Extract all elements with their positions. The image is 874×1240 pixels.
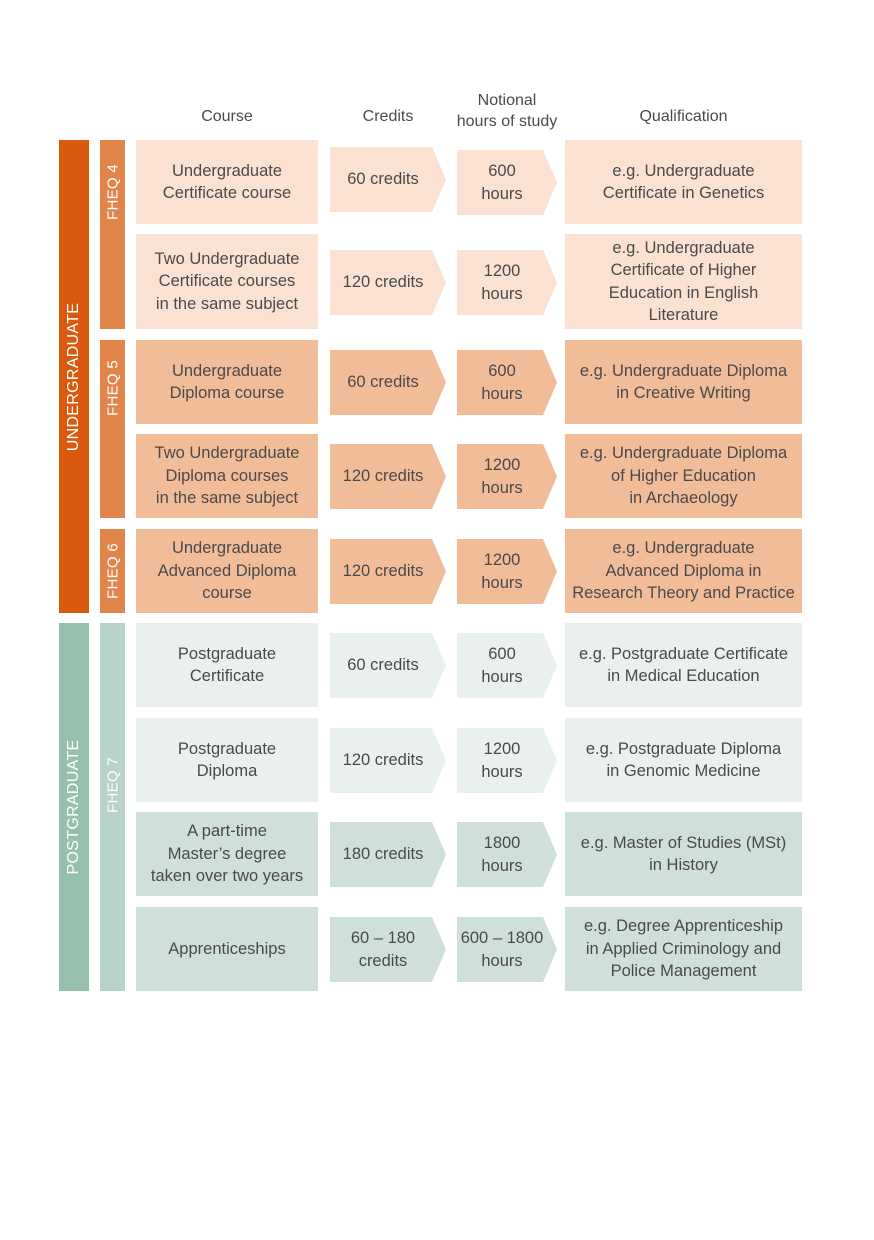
- hours-arrow: 1200 hours: [457, 539, 557, 604]
- course-cell: Postgraduate Diploma: [136, 718, 318, 802]
- hours-arrow: 1200 hours: [457, 728, 557, 793]
- credits-arrow: 120 credits: [330, 728, 446, 793]
- qualification-cell: e.g. Undergraduate Certificate of Higher…: [565, 234, 802, 329]
- course-cell: Undergraduate Advanced Diploma course: [136, 529, 318, 613]
- fheq5-band: FHEQ 5: [100, 340, 125, 518]
- qualification-cell: e.g. Master of Studies (MSt) in History: [565, 812, 802, 896]
- hours-arrow: 600 hours: [457, 633, 557, 698]
- credits-arrow: 120 credits: [330, 250, 446, 315]
- credits-arrow: 180 credits: [330, 822, 446, 887]
- course-cell: Postgraduate Certificate: [136, 623, 318, 707]
- credits-arrow: 120 credits: [330, 539, 446, 604]
- course-cell: Two Undergraduate Diploma courses in the…: [136, 434, 318, 518]
- course-cell: Two Undergraduate Certificate courses in…: [136, 234, 318, 329]
- qualification-cell: e.g. Degree Apprenticeship in Applied Cr…: [565, 907, 802, 991]
- hours-arrow: 1200 hours: [457, 444, 557, 509]
- hours-arrow: 600 – 1800 hours: [457, 917, 557, 982]
- course-cell: A part-time Master’s degree taken over t…: [136, 812, 318, 896]
- header-hours: Notional hours of study: [456, 92, 558, 130]
- postgraduate-band: POSTGRADUATE: [59, 623, 89, 991]
- course-cell: Undergraduate Diploma course: [136, 340, 318, 424]
- credits-arrow: 60 credits: [330, 633, 446, 698]
- qualification-cell: e.g. Postgraduate Diploma in Genomic Med…: [565, 718, 802, 802]
- header-course: Course: [201, 108, 253, 125]
- credits-arrow: 60 – 180 credits: [330, 917, 446, 982]
- hours-arrow: 600 hours: [457, 150, 557, 215]
- fheq6-band: FHEQ 6: [100, 529, 125, 613]
- credits-arrow: 60 credits: [330, 350, 446, 415]
- fheq4-band: FHEQ 4: [100, 140, 125, 329]
- hours-arrow: 600 hours: [457, 350, 557, 415]
- hours-arrow: 1200 hours: [457, 250, 557, 315]
- qualification-cell: e.g. Undergraduate Certificate in Geneti…: [565, 140, 802, 224]
- course-cell: Apprenticeships: [136, 907, 318, 991]
- fheq7-label: FHEQ 7: [104, 757, 121, 813]
- qualification-cell: e.g. Undergraduate Advanced Diploma in R…: [565, 529, 802, 613]
- fheq5-label: FHEQ 5: [104, 360, 121, 416]
- qualification-cell: e.g. Postgraduate Certificate in Medical…: [565, 623, 802, 707]
- fheq7-band: FHEQ 7: [100, 623, 125, 991]
- postgraduate-band-label: POSTGRADUATE: [65, 739, 82, 875]
- credits-arrow: 120 credits: [330, 444, 446, 509]
- header-credits: Credits: [362, 108, 414, 125]
- fheq6-label: FHEQ 6: [104, 543, 121, 599]
- course-cell: Undergraduate Certificate course: [136, 140, 318, 224]
- hours-arrow: 1800 hours: [457, 822, 557, 887]
- undergraduate-band-label: UNDERGRADUATE: [65, 302, 82, 451]
- qualification-cell: e.g. Undergraduate Diploma in Creative W…: [565, 340, 802, 424]
- credits-arrow: 60 credits: [330, 147, 446, 212]
- fheq4-label: FHEQ 4: [104, 164, 121, 220]
- undergraduate-band: UNDERGRADUATE: [59, 140, 89, 613]
- header-qualification: Qualification: [639, 108, 728, 125]
- qualification-cell: e.g. Undergraduate Diploma of Higher Edu…: [565, 434, 802, 518]
